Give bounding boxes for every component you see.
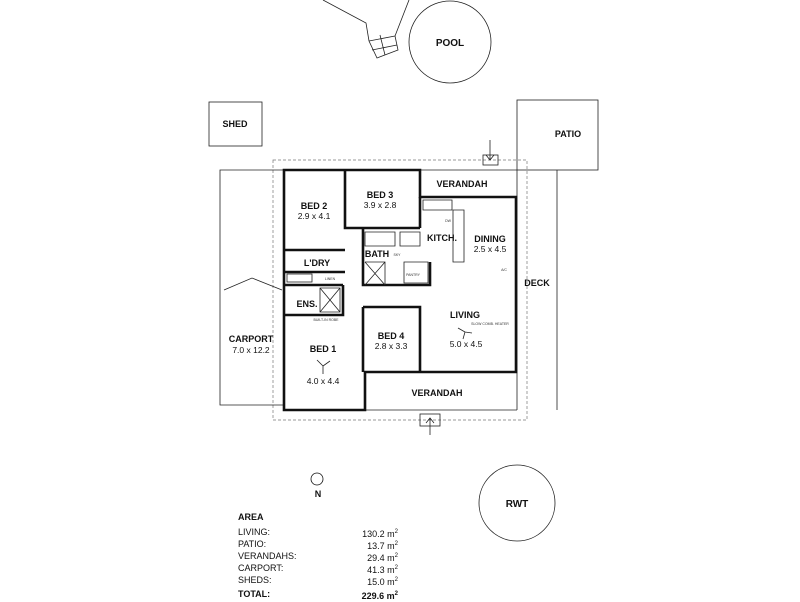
area-total-value: 229.6 <box>361 591 385 601</box>
pantry-label: PANTRY <box>406 273 421 277</box>
rainwater-tank <box>478 464 556 542</box>
bed4-label: BED 4 <box>378 331 405 341</box>
area-row: PATIO:13.7 m2 <box>238 539 398 551</box>
deck <box>516 170 558 410</box>
heater-label: SLOW COMB. HEATER <box>471 322 509 326</box>
pool-label: POOL <box>436 38 464 49</box>
area-row-label: VERANDAHS: <box>238 551 297 561</box>
dining-label: DINING <box>474 234 506 244</box>
laundry-label: L'DRY <box>304 258 330 268</box>
deck-label: DECK <box>524 278 550 288</box>
area-row-label: SHEDS: <box>238 575 272 585</box>
area-row-label: PATIO: <box>238 539 267 549</box>
laundry-tub <box>286 273 313 283</box>
carport-roof <box>223 277 283 291</box>
area-row-value: 29.4 <box>367 553 385 563</box>
area-row-label: CARPORT: <box>238 563 284 573</box>
patio-label: PATIO <box>555 129 581 139</box>
area-total-row: TOTAL: 229.6 m2 <box>238 589 398 601</box>
area-row: VERANDAHS:29.4 m2 <box>238 551 398 563</box>
area-title: AREA <box>238 512 264 522</box>
area-unit: m <box>387 553 395 563</box>
bath-label: BATH <box>365 249 389 259</box>
bed2-label: BED 2 <box>301 201 328 211</box>
area-unit: m <box>386 591 395 601</box>
bed3-label: BED 3 <box>367 190 394 200</box>
living-label: LIVING <box>450 310 480 320</box>
fixtures <box>364 199 465 284</box>
area-row-label: LIVING: <box>238 527 271 537</box>
bed4-size: 2.8 x 3.3 <box>375 341 408 351</box>
roof-outline <box>272 159 528 421</box>
skylight-label: SKY <box>393 253 401 257</box>
carport-label: CARPORT <box>229 334 274 344</box>
verandah-top-label: VERANDAH <box>436 179 487 189</box>
ceiling-fan-icon <box>457 327 473 340</box>
shed-label: SHED <box>222 119 248 129</box>
robe-label: BUILT-IN ROBE <box>313 318 339 322</box>
bed1-size: 4.0 x 4.4 <box>307 376 340 386</box>
area-row-value: 15.0 <box>367 577 385 587</box>
patio <box>516 99 599 171</box>
shower <box>364 261 386 286</box>
carport <box>219 169 284 406</box>
area-unit: m <box>387 577 395 587</box>
area-unit: m <box>387 565 395 575</box>
area-row: LIVING:130.2 m2 <box>238 527 398 539</box>
carport-size: 7.0 x 12.2 <box>232 345 270 355</box>
ensuite-shower <box>319 287 341 313</box>
north-label: N <box>315 489 322 499</box>
bed3-size: 3.9 x 2.8 <box>364 200 397 210</box>
area-row-value: 41.3 <box>367 565 385 575</box>
rwt-label: RWT <box>506 499 529 510</box>
linen-label: LINEN <box>325 277 336 281</box>
area-row-value: 130.2 <box>362 529 385 539</box>
ac-label: A/C <box>501 268 507 272</box>
outdoor-structure <box>322 0 410 59</box>
dw-label: DW <box>445 219 452 223</box>
area-unit: m <box>387 529 395 539</box>
bed1-label: BED 1 <box>310 344 337 354</box>
verandah-bottom-label: VERANDAH <box>411 388 462 398</box>
area-row: SHEDS:15.0 m2 <box>238 575 398 587</box>
area-row-value: 13.7 <box>367 541 385 551</box>
ceiling-fan-icon <box>316 359 331 374</box>
dining-size: 2.5 x 4.5 <box>474 244 507 254</box>
steps-icon <box>368 34 398 56</box>
bed2-size: 2.9 x 4.1 <box>298 211 331 221</box>
area-total-label: TOTAL: <box>238 589 271 599</box>
pool <box>408 0 492 84</box>
entry-arrow-icon <box>485 140 495 161</box>
house-outer-walls <box>282 168 518 412</box>
kitchen-label: KITCH. <box>427 233 457 243</box>
area-unit: m <box>387 541 395 551</box>
interior-walls <box>284 170 432 372</box>
entry-arrow-icon <box>425 417 435 435</box>
area-row: CARPORT:41.3 m2 <box>238 563 398 575</box>
ensuite-label: ENS. <box>296 299 317 309</box>
living-size: 5.0 x 4.5 <box>450 339 483 349</box>
shed <box>208 101 263 147</box>
north-arrow-icon <box>310 472 324 486</box>
steps-top <box>482 154 499 166</box>
